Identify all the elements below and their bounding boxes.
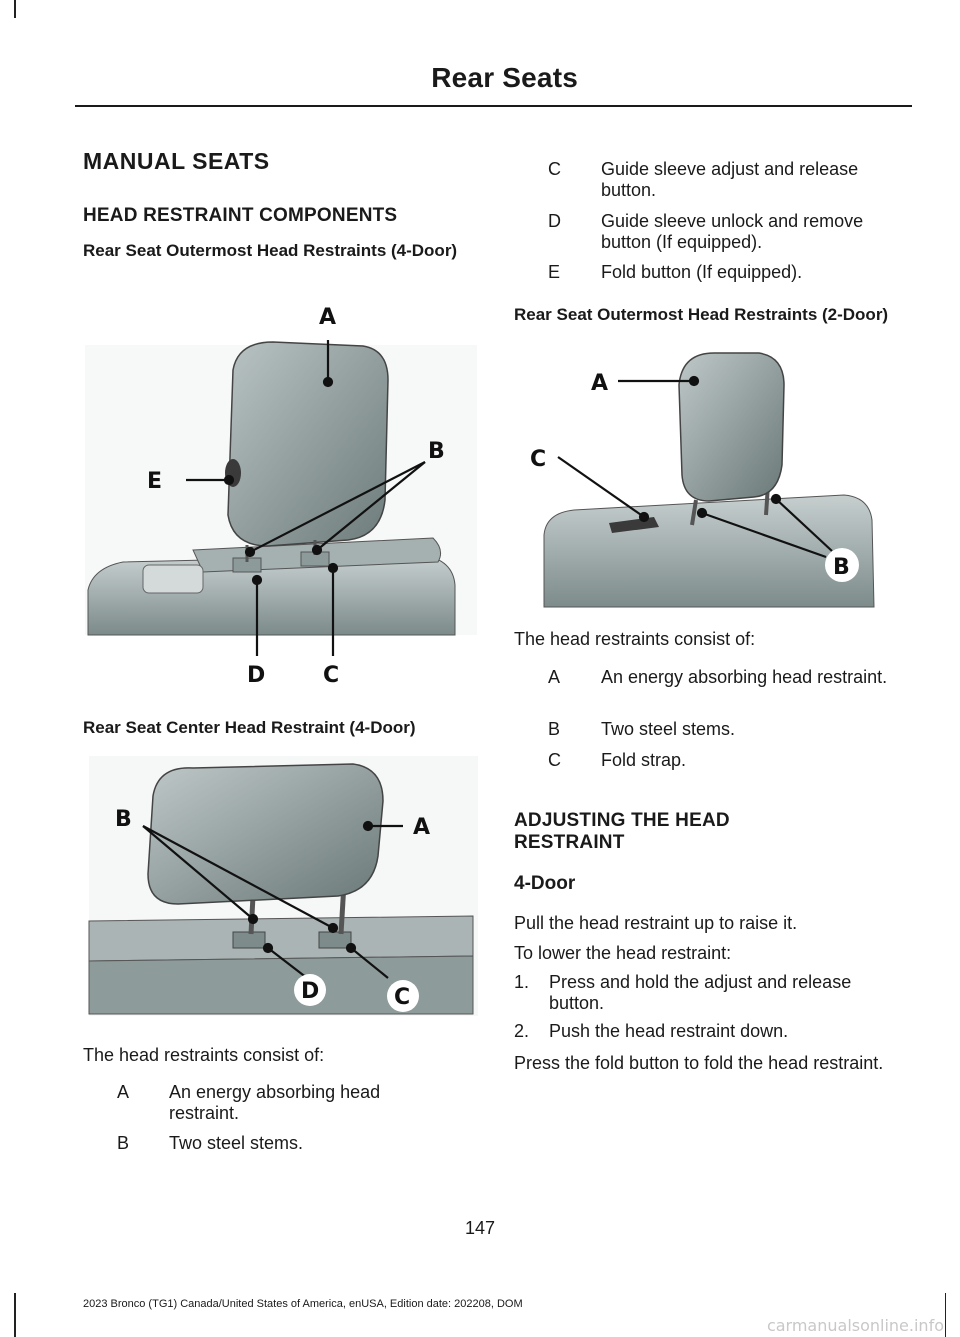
callout-c: C [530,447,546,472]
item-text: Fold button (If equipped). [601,262,803,282]
page-title: Rear Seats [431,62,578,93]
step-number: 2. [514,1021,530,1041]
footer-text: 2023 Bronco (TG1) Canada/United States o… [83,1298,523,1310]
item-key: D [548,211,561,231]
figure-center-4door: A B D C [83,756,478,1018]
callout-b: B [115,807,132,832]
callout-d: D [301,979,319,1004]
left-column: MANUAL SEATS HEAD RESTRAINT COMPONENTS R… [83,148,483,262]
section-title: ADJUSTING THE HEAD RESTRAINT [514,810,730,853]
list-item: E Fold button (If equipped). [548,262,908,283]
item-text: Two steel stems. [169,1133,304,1153]
item-text: Two steel stems. [601,719,736,739]
paragraph: To lower the head restraint: [514,943,732,963]
list-item: B Two steel stems. [548,719,908,740]
section-title: MANUAL SEATS [83,148,270,174]
paragraph: Press the fold button to fold the head r… [514,1053,884,1073]
item-text: An energy absorbing head restraint. [601,667,888,687]
callout-a: A [413,815,430,840]
callout-c: C [323,663,339,688]
crop-mark [14,0,16,18]
figure-caption: Rear Seat Center Head Restraint (4-Door) [83,718,416,737]
step-text: Press and hold the adjust and release bu… [549,972,852,1013]
page-number: 147 [464,1218,496,1238]
step-number: 1. [514,972,530,992]
figure-outermost-2door: A C B [514,345,909,610]
callout-b: B [833,555,850,580]
callout-a: A [319,305,336,330]
intro-text: The head restraints consist of: [514,629,756,649]
list-item: A An energy absorbing head restraint. [548,667,908,688]
crop-mark [14,1293,16,1337]
list-item: D Guide sleeve unlock and remove button … [548,211,908,253]
item-text: Guide sleeve adjust and release button. [601,159,859,200]
item-key: B [117,1133,130,1153]
subsection-title: 4-Door [514,873,576,894]
item-text: Fold strap. [601,750,687,770]
callout-d: D [247,663,265,688]
figure-caption: Rear Seat Outermost Head Restraints (2-D… [514,305,889,324]
item-key: C [548,159,561,179]
figure-outermost-4door: A B E D C [83,300,478,692]
subsection-title: HEAD RESTRAINT COMPONENTS [83,205,398,226]
paragraph: Pull the head restraint up to raise it. [514,913,798,933]
crop-mark [944,1293,946,1337]
callout-a: A [591,371,608,396]
item-text: Guide sleeve unlock and remove button (I… [601,211,864,252]
step-item: 2. Push the head restraint down. [514,1021,909,1042]
step-text: Push the head restraint down. [549,1021,789,1041]
item-key: A [548,667,561,687]
list-item: C Fold strap. [548,750,908,771]
item-text: An energy absorbing head restraint. [169,1082,381,1123]
list-item: C Guide sleeve adjust and release button… [548,159,908,201]
item-key: B [548,719,561,739]
header-rule [75,105,912,107]
figure-caption: Rear Seat Outermost Head Restraints (4-D… [83,241,458,260]
item-key: C [548,750,561,770]
item-key: E [548,262,561,282]
callout-e: E [147,469,162,494]
list-item: B Two steel stems. [117,1133,447,1154]
callout-c: C [394,985,410,1010]
intro-text: The head restraints consist of: [83,1045,325,1065]
callout-b: B [428,439,445,464]
watermark: carmanualsonline.info [766,1316,944,1335]
list-item: A An energy absorbing head restraint. [117,1082,447,1124]
step-item: 1. Press and hold the adjust and release… [514,972,909,1014]
item-key: A [117,1082,130,1102]
